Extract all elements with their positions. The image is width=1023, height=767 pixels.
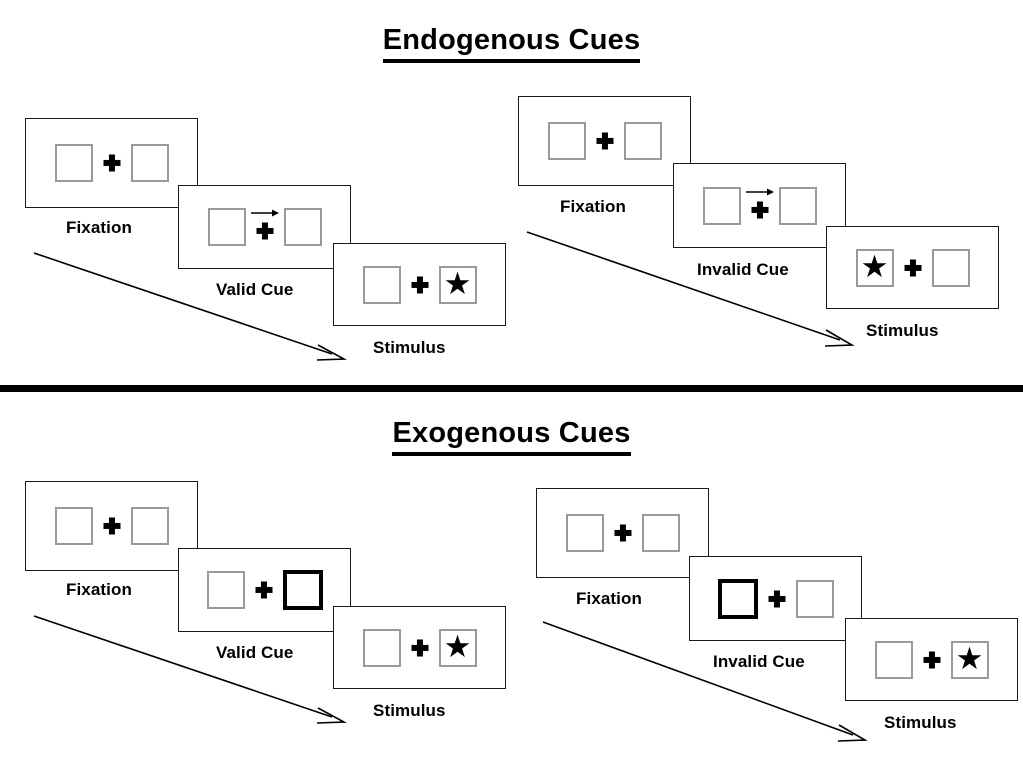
panel-content [565,511,680,555]
fixation-cross-icon [256,223,273,240]
stage-label-exogenous-invalid-stimulus: Stimulus [884,713,957,732]
fixation-area [93,141,131,185]
fixation-cross-icon [614,525,631,542]
stage-label-endogenous-invalid-stimulus: Stimulus [866,321,939,340]
panel-endogenous-invalid-stimulus: ★ [826,226,999,309]
panel-content: ★ [855,246,970,290]
panel-endogenous-invalid-fixation [518,96,691,186]
placeholder-box-right: ★ [950,640,989,679]
panel-endogenous-valid-cue [178,185,351,269]
panel-endogenous-valid-fixation [25,118,198,208]
fixation-area [913,638,951,682]
panel-exogenous-invalid-fixation [536,488,709,578]
section-title-exogenous: Exogenous Cues [0,417,1023,456]
stage-label-endogenous-valid-cue: Valid Cue [216,280,294,299]
panel-content [717,577,834,621]
placeholder-box-right [795,579,834,618]
placeholder-box-left [206,571,245,609]
placeholder-box-left-cued [717,578,758,619]
placeholder-box-right-cued [282,570,323,610]
panel-content: ★ [362,626,477,670]
panel-endogenous-invalid-cue [673,163,846,248]
panel-exogenous-valid-cue [178,548,351,632]
stage-label-exogenous-invalid-cue: Invalid Cue [713,652,805,671]
placeholder-box-left [702,186,741,225]
placeholder-box-right [283,208,322,246]
stage-label-exogenous-valid-cue: Valid Cue [216,643,294,662]
stage-label-exogenous-invalid-fixation: Fixation [576,589,642,608]
placeholder-box-right: ★ [438,628,477,667]
fixation-area [586,119,624,163]
panel-exogenous-valid-stimulus: ★ [333,606,506,689]
fixation-cross-icon [923,651,940,668]
fixation-cross-icon [768,590,785,607]
panel-content [547,119,662,163]
panel-exogenous-invalid-cue [689,556,862,641]
fixation-area [604,511,642,555]
stage-label-exogenous-valid-stimulus: Stimulus [373,701,446,720]
fixation-area [245,568,283,612]
placeholder-box-left [362,628,401,667]
panel-content: ★ [362,263,477,307]
stage-label-endogenous-valid-fixation: Fixation [66,218,132,237]
stage-label-exogenous-valid-fixation: Fixation [66,580,132,599]
section-title-exogenous-text: Exogenous Cues [392,417,631,456]
placeholder-box-left [54,144,93,182]
placeholder-box-left [874,640,913,679]
panel-exogenous-invalid-stimulus: ★ [845,618,1018,701]
fixation-cross-icon [751,201,768,218]
section-title-endogenous-text: Endogenous Cues [382,24,641,63]
fixation-area [894,246,932,290]
panel-exogenous-valid-fixation [25,481,198,571]
target-star-icon: ★ [443,266,472,302]
fixation-area [741,183,779,229]
panel-endogenous-valid-stimulus: ★ [333,243,506,326]
section-title-endogenous: Endogenous Cues [0,24,1023,63]
fixation-cross-icon [103,518,120,535]
placeholder-box-left [207,208,246,246]
arrow-cue-right-icon [250,205,280,223]
fixation-area [401,626,439,670]
panel-content: ★ [874,638,989,682]
stage-label-endogenous-invalid-fixation: Fixation [560,197,626,216]
placeholder-box-left [54,507,93,545]
placeholder-box-right [931,248,970,287]
panel-content [207,204,322,250]
arrow-cue-right-icon [745,184,775,202]
target-star-icon: ★ [955,641,984,677]
fixation-cross-icon [596,133,613,150]
fixation-area [246,204,284,250]
placeholder-box-right [623,122,662,160]
stage-label-endogenous-valid-stimulus: Stimulus [373,338,446,357]
fixation-cross-icon [904,259,921,276]
placeholder-box-right [778,186,817,225]
fixation-area [401,263,439,307]
placeholder-box-left [565,514,604,552]
placeholder-box-left [547,122,586,160]
fixation-cross-icon [255,582,272,599]
placeholder-box-right [130,144,169,182]
placeholder-box-left: ★ [855,248,894,287]
section-divider [0,385,1023,392]
target-star-icon: ★ [860,249,889,285]
stage-label-endogenous-invalid-cue: Invalid Cue [697,260,789,279]
panel-content [206,568,323,612]
fixation-area [93,504,131,548]
fixation-cross-icon [411,639,428,656]
target-star-icon: ★ [443,629,472,665]
panel-content [54,141,169,185]
panel-content [54,504,169,548]
placeholder-box-right [130,507,169,545]
placeholder-box-right: ★ [438,265,477,304]
fixation-area [758,577,796,621]
fixation-cross-icon [411,276,428,293]
placeholder-box-left [362,265,401,304]
panel-content [702,183,817,229]
fixation-cross-icon [103,155,120,172]
placeholder-box-right [641,514,680,552]
